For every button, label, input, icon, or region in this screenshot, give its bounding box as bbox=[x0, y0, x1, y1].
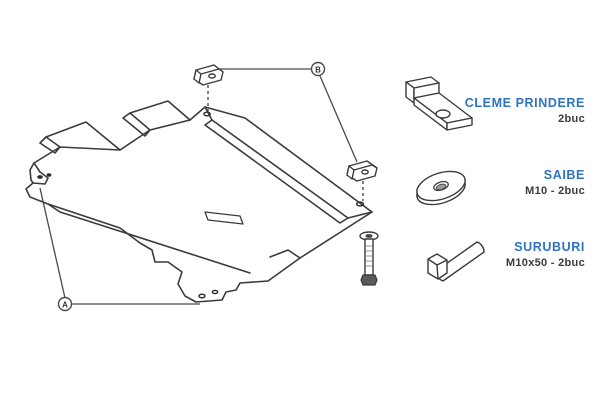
bracket-icon-plate-side bbox=[446, 117, 473, 131]
legend-saibe-title: SAIBE bbox=[543, 168, 585, 182]
legend-item-saibe: SAIBE M10 - 2buc bbox=[430, 168, 585, 198]
skid-plate-rim-inner bbox=[204, 119, 349, 224]
hole-left-a bbox=[37, 175, 43, 179]
callout-marker-b[interactable]: B bbox=[310, 61, 326, 77]
skid-plate-flange-left-edge bbox=[39, 136, 61, 154]
hole-left-b bbox=[46, 173, 52, 177]
hole-bottom-b bbox=[211, 289, 219, 295]
washer-icon bbox=[416, 170, 466, 206]
callout-b-label: B bbox=[315, 66, 321, 75]
legend-saibe-subtitle: M10 - 2buc bbox=[525, 185, 585, 198]
washer-icon-hole-inner bbox=[435, 183, 447, 191]
skid-plate-flange-left bbox=[45, 121, 121, 151]
legend-cleme-subtitle: 2buc bbox=[558, 113, 585, 126]
skid-plate bbox=[25, 100, 373, 303]
callout-leaders bbox=[39, 68, 358, 305]
skid-plate-front-fold-2 bbox=[269, 249, 301, 259]
skid-plate-holes bbox=[37, 111, 365, 299]
bracket-icon bbox=[405, 76, 473, 131]
bracket-top-hole bbox=[208, 73, 216, 79]
legend-item-suruburi: SURUBURI M10x50 - 2buc bbox=[420, 240, 585, 270]
skid-plate-top-face bbox=[25, 106, 373, 303]
bolt-icon bbox=[427, 241, 485, 282]
legend-suruburi-subtitle: M10x50 - 2buc bbox=[505, 257, 585, 270]
hole-right bbox=[355, 201, 365, 207]
callout-marker-a[interactable]: A bbox=[57, 296, 73, 312]
hole-bottom-a bbox=[198, 293, 206, 299]
skid-plate-left-tab bbox=[29, 162, 35, 184]
legend-item-cleme-prindere: CLEME PRINDERE 2buc bbox=[430, 96, 585, 126]
leader-b-down bbox=[319, 75, 358, 163]
bracket-icon-hole bbox=[435, 109, 451, 119]
leader-a-up bbox=[39, 187, 66, 299]
bolt-icon-tip bbox=[476, 241, 485, 253]
skid-plate-rim-upper bbox=[204, 106, 373, 219]
bracket-right-tab bbox=[346, 165, 355, 180]
bracket-top-edge bbox=[200, 68, 224, 75]
mounting-bracket-right bbox=[346, 160, 378, 182]
bracket-right-edge bbox=[353, 164, 378, 171]
assembly-washer-hole bbox=[365, 234, 373, 238]
callout-a-label: A bbox=[62, 301, 68, 310]
mounting-bracket-top bbox=[193, 64, 224, 86]
hole-top-left bbox=[203, 111, 211, 117]
legend-suruburi-title: SURUBURI bbox=[514, 240, 585, 254]
assembly-bolt-threads bbox=[365, 245, 373, 267]
assembly-bolt-shank bbox=[364, 238, 374, 276]
callout-b-circle[interactable] bbox=[310, 61, 326, 77]
assembly-bolt-head bbox=[360, 274, 378, 286]
bolt-washer-assembly bbox=[359, 231, 379, 286]
skid-plate-flange-topleft bbox=[129, 100, 191, 131]
skid-plate-center-slot bbox=[204, 211, 244, 225]
skid-plate-flange-topleft-edge bbox=[122, 112, 151, 137]
legend-cleme-title: CLEME PRINDERE bbox=[464, 96, 585, 110]
bracket-top-tab bbox=[193, 69, 202, 84]
bolt-icon-head-edge bbox=[436, 264, 439, 280]
bracket-right-hole bbox=[361, 169, 369, 175]
callout-a-circle[interactable] bbox=[57, 296, 73, 312]
skid-plate-front-fold bbox=[47, 203, 251, 274]
